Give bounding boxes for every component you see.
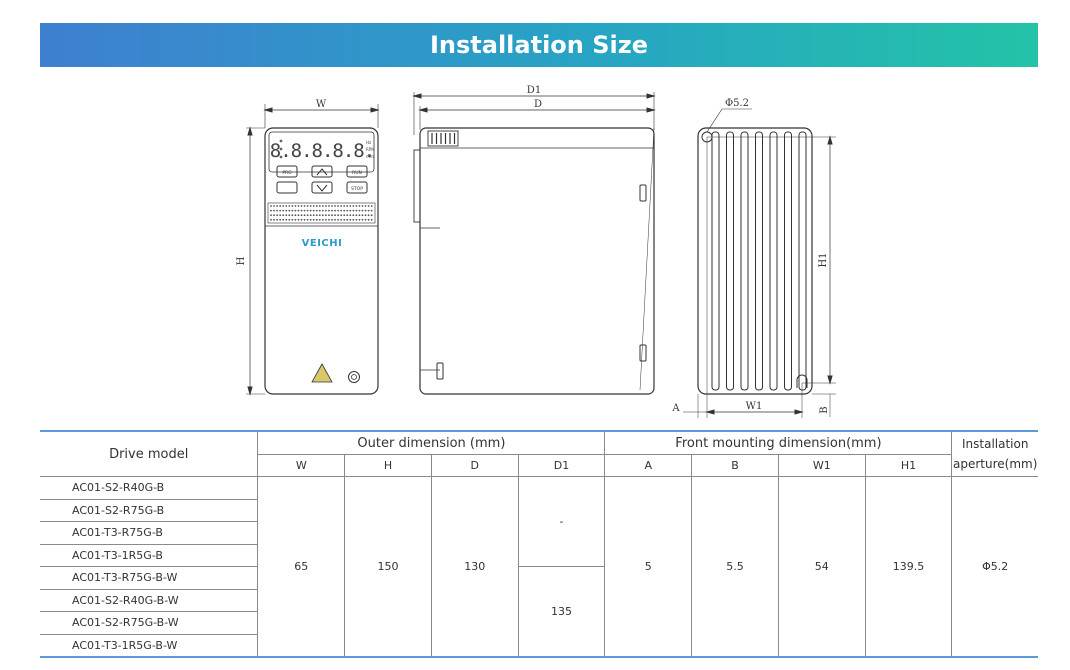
value-h: 150 (344, 476, 432, 658)
installation-drawings: W H 8.8.8.8.8. Hz RPM mm PRG RUN STOP VE… (236, 85, 836, 418)
value-b: 5.5 (691, 476, 779, 658)
front-mounting-header: Front mounting dimension(mm) (604, 430, 953, 455)
subheader-h: H (344, 454, 432, 477)
table-row: AC01-S2-R40G-B 65 150 130 - 5 5.5 54 139… (40, 476, 1038, 658)
value-aperture: Φ5.2 (951, 476, 1038, 658)
front-view (246, 104, 380, 396)
side-view (412, 92, 656, 395)
value-d1-dash: - (517, 476, 606, 567)
value-w1: 54 (777, 476, 866, 658)
subheader-a: A (604, 454, 693, 477)
width-label: W (316, 99, 327, 110)
indicator-hz: Hz (366, 140, 371, 145)
key-run-label: RUN (352, 170, 362, 176)
subheader-d: D (430, 454, 519, 477)
model-cell: AC01-T3-1R5G-B (40, 543, 259, 567)
key-prg-label: PRG (282, 170, 292, 176)
table-row: AC01-T3-R75G-B-W 135 (40, 566, 1038, 658)
aperture-header-line1: Installation (961, 437, 1029, 451)
back-view (683, 108, 836, 418)
subheader-b: B (691, 454, 779, 477)
indicator-left-dots (279, 139, 283, 159)
model-cell: AC01-T3-R75G-B (40, 521, 259, 545)
value-d: 130 (430, 476, 519, 658)
dimension-table: Drive model Outer dimension (mm) Front m… (40, 430, 1038, 658)
aperture-header-line2: aperture(mm) (953, 457, 1038, 471)
led-display: 8.8.8.8.8. (270, 140, 374, 162)
model-cell: AC01-S2-R75G-B-W (40, 611, 259, 635)
title-banner: Installation Size (40, 23, 1038, 67)
b-label: B (819, 406, 830, 413)
model-cell: AC01-T3-1R5G-B-W (40, 633, 259, 658)
subheader-w1: W1 (777, 454, 866, 477)
value-h1: 139.5 (864, 476, 953, 658)
subheader-w: W (257, 454, 346, 477)
aperture-label: Φ5.2 (725, 98, 749, 109)
model-cell: AC01-S2-R75G-B (40, 498, 259, 522)
table-row: AC01-T3-1R5G-B-W (40, 633, 1038, 658)
page-title: Installation Size (429, 31, 648, 59)
aperture-header: Installation aperture(mm) (951, 430, 1038, 477)
subheader-h1: H1 (864, 454, 953, 477)
model-cell: AC01-S2-R40G-B-W (40, 588, 259, 612)
subheader-d1: D1 (517, 454, 606, 477)
model-cell: AC01-T3-R75G-B-W (40, 566, 259, 590)
brand-logo: VEICHI (302, 238, 343, 249)
model-cell: AC01-S2-R40G-B (40, 476, 259, 500)
a-label: A (671, 403, 680, 414)
table-row: AC01-S2-R75G-B (40, 498, 1038, 522)
height-label: H (236, 256, 247, 265)
indicator-rpm: RPM (366, 147, 375, 152)
d1-label: D1 (527, 85, 541, 96)
w1-label: W1 (746, 401, 763, 412)
table-row: AC01-T3-R75G-B (40, 521, 1038, 545)
key-stop-label: STOP (351, 186, 363, 192)
value-a: 5 (604, 476, 693, 658)
d-label: D (534, 99, 542, 110)
value-w: 65 (257, 476, 346, 658)
indicator-mm: mm (366, 154, 374, 159)
outer-dimension-header: Outer dimension (mm) (257, 430, 606, 455)
value-d1-135: 135 (517, 566, 606, 658)
h1-label: H1 (818, 252, 829, 267)
drive-model-header: Drive model (40, 430, 259, 477)
